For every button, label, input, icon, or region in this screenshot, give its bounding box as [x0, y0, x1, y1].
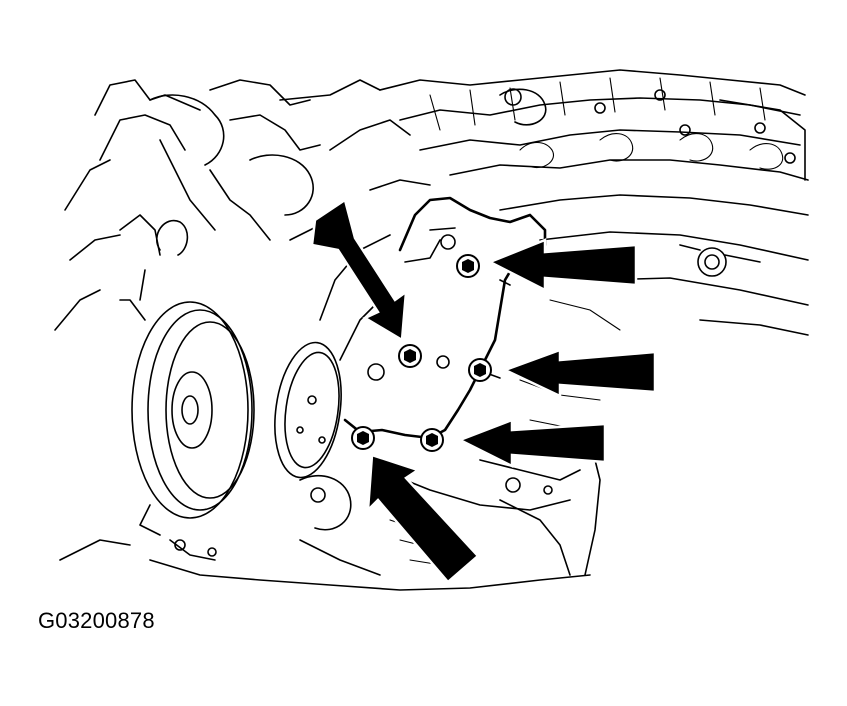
engine-background-outlines — [54, 69, 809, 591]
arrow-to-bolt-middle-left — [310, 197, 408, 343]
arrow-to-bolt-lower-left — [366, 453, 480, 584]
arrow-to-bolt-middle-right — [501, 348, 657, 398]
arrow-to-bolt-upper-right — [486, 238, 638, 293]
figure-id-caption: G03200878 — [38, 608, 155, 633]
water-pump-pulley — [274, 341, 342, 479]
bolt-lower-right — [420, 428, 444, 452]
bolt-upper-right — [456, 254, 480, 278]
crankshaft-pulley — [119, 219, 255, 536]
callout-arrows — [310, 197, 657, 584]
bolt-middle-left — [398, 344, 422, 368]
arrow-to-bolt-lower-right — [456, 418, 607, 469]
engine-diagram — [54, 69, 809, 591]
bracket-bolts — [351, 254, 492, 452]
bolt-middle-right — [468, 358, 492, 382]
bolt-lower-left — [351, 426, 375, 450]
